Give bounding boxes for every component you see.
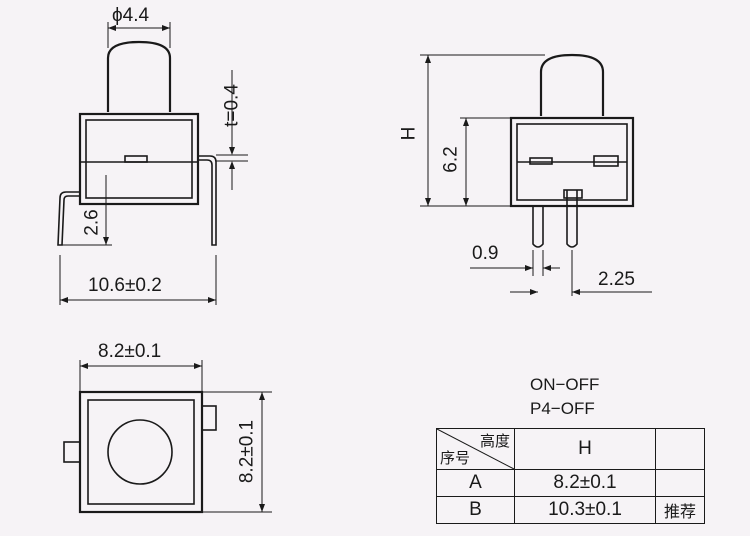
body-width-label: 10.6±0.2 (88, 275, 162, 296)
top-dimensions (79, 360, 272, 513)
side-body (509, 116, 635, 208)
table-row: A 8.2±0.1 (436, 469, 705, 497)
row-h: 8.2±0.1 (514, 469, 656, 497)
row-note: 推荐 (655, 496, 705, 524)
front-dimensions (59, 22, 248, 305)
left-terminal (57, 191, 80, 246)
height-spec-table: 高度 序号 H A 8.2±0.1 B 10.3±0.1 推荐 (436, 428, 705, 524)
header-serial: 序号 (440, 450, 471, 467)
top-body (78, 390, 204, 514)
mode-note: ON−OFF (530, 375, 600, 394)
header-height: 高度 (479, 433, 510, 450)
header-h: H (514, 428, 656, 470)
row-id: B (436, 496, 515, 524)
side-view (509, 53, 635, 248)
side-dimensions (420, 54, 652, 296)
contact-slot (124, 155, 148, 163)
top-depth-label: 8.2±0.1 (236, 419, 258, 484)
side-button-stem (539, 53, 605, 116)
dimension-arrows (60, 25, 580, 512)
header-note (655, 428, 705, 470)
package-note: P4−OFF (530, 399, 595, 418)
top-view (63, 390, 217, 514)
terminal-tab-right (201, 405, 217, 431)
pin-pitch-label: 2.25 (598, 269, 635, 290)
body-height-label: 6.2 (440, 146, 462, 173)
row-note (655, 469, 705, 497)
pin-width-label: 0.9 (472, 243, 499, 264)
table-header-row: 高度 序号 H (436, 428, 705, 470)
thickness-label: t=0.4 (221, 84, 243, 127)
pin-right (566, 190, 578, 248)
switch-body-inner (85, 119, 193, 199)
table-row: B 10.3±0.1 推荐 (436, 496, 705, 524)
stem-diameter-label: ϕ4.4 (112, 5, 150, 26)
right-terminal (198, 155, 217, 246)
top-button (107, 419, 173, 485)
pin-bend-label: 2.6 (81, 209, 103, 236)
pin-left (532, 206, 544, 248)
row-id: A (436, 469, 515, 497)
diagonal-header-cell: 高度 序号 (436, 428, 515, 470)
button-stem (106, 40, 172, 112)
height-h-label: H (398, 126, 420, 141)
row-h: 10.3±0.1 (514, 496, 656, 524)
terminal-tab-left (63, 441, 81, 463)
top-width-label: 8.2±0.1 (98, 341, 162, 362)
front-view (57, 40, 217, 246)
switch-body (78, 112, 200, 206)
